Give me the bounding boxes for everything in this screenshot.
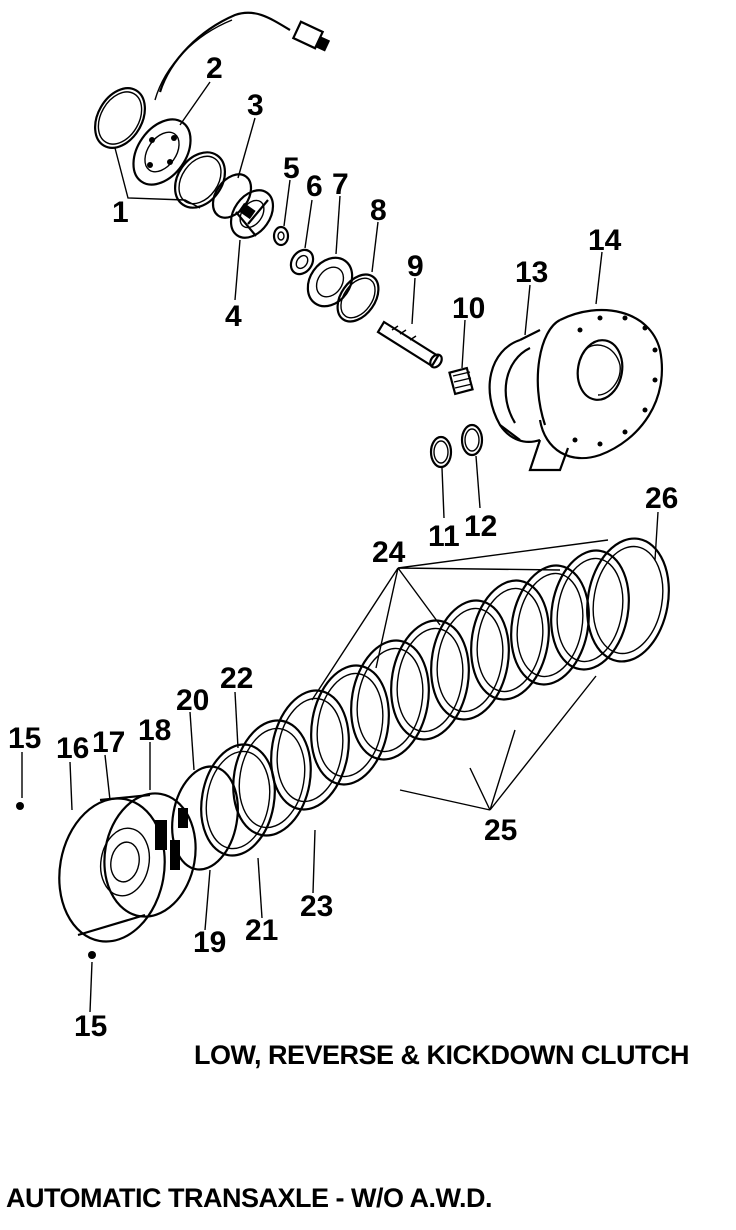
callout-15-lower: 15: [74, 1010, 107, 1043]
callout-16: 16: [56, 732, 89, 765]
callout-23: 23: [300, 890, 333, 923]
part-14-drum: [536, 308, 663, 460]
callout-12: 12: [464, 510, 497, 543]
callout-14: 14: [588, 224, 622, 257]
part-13-band: [488, 329, 570, 472]
diagram-subtitle: AUTOMATIC TRANSAXLE - W/O A.W.D.: [6, 1183, 492, 1213]
callout-22: 22: [220, 662, 253, 695]
leader-lines: [21, 81, 659, 1013]
callout-11: 11: [428, 520, 460, 553]
callout-24: 24: [372, 536, 406, 569]
clutch-disc-stack: [270, 549, 630, 811]
callout-17: 17: [92, 726, 125, 759]
callout-18: 18: [138, 714, 171, 747]
callout-9: 9: [407, 250, 424, 283]
part-8-snap-ring: [336, 273, 380, 323]
part-10-spring: [448, 366, 474, 396]
callout-6: 6: [306, 170, 323, 203]
part-3-4-bearing: [211, 173, 275, 239]
callout-2: 2: [206, 52, 223, 85]
callout-15-upper: 15: [8, 722, 41, 755]
part-6-7-piston: [289, 248, 354, 308]
callout-5: 5: [283, 152, 300, 185]
callout-8: 8: [370, 194, 387, 227]
callout-20: 20: [176, 684, 209, 717]
part-1-rings: [94, 87, 227, 209]
callout-19: 19: [193, 926, 226, 959]
callout-25: 25: [484, 814, 517, 847]
callout-26: 26: [645, 482, 678, 515]
part-11-12-rings: [429, 423, 484, 469]
callout-13: 13: [515, 256, 548, 289]
callout-10: 10: [452, 292, 485, 325]
diagram-title: LOW, REVERSE & KICKDOWN CLUTCH: [194, 1040, 690, 1070]
part-9-pin: [376, 320, 443, 369]
callout-3: 3: [247, 89, 264, 122]
callout-1: 1: [112, 196, 129, 229]
callout-4: 4: [225, 300, 242, 333]
part-2-sensor: [132, 11, 331, 186]
callout-21: 21: [245, 914, 278, 947]
callout-7: 7: [332, 168, 349, 201]
part-16-19-housing: [16, 792, 197, 959]
part-20-21-22-rings: [171, 719, 312, 871]
part-26-plate: [586, 537, 670, 663]
part-5-nut: [272, 225, 290, 247]
